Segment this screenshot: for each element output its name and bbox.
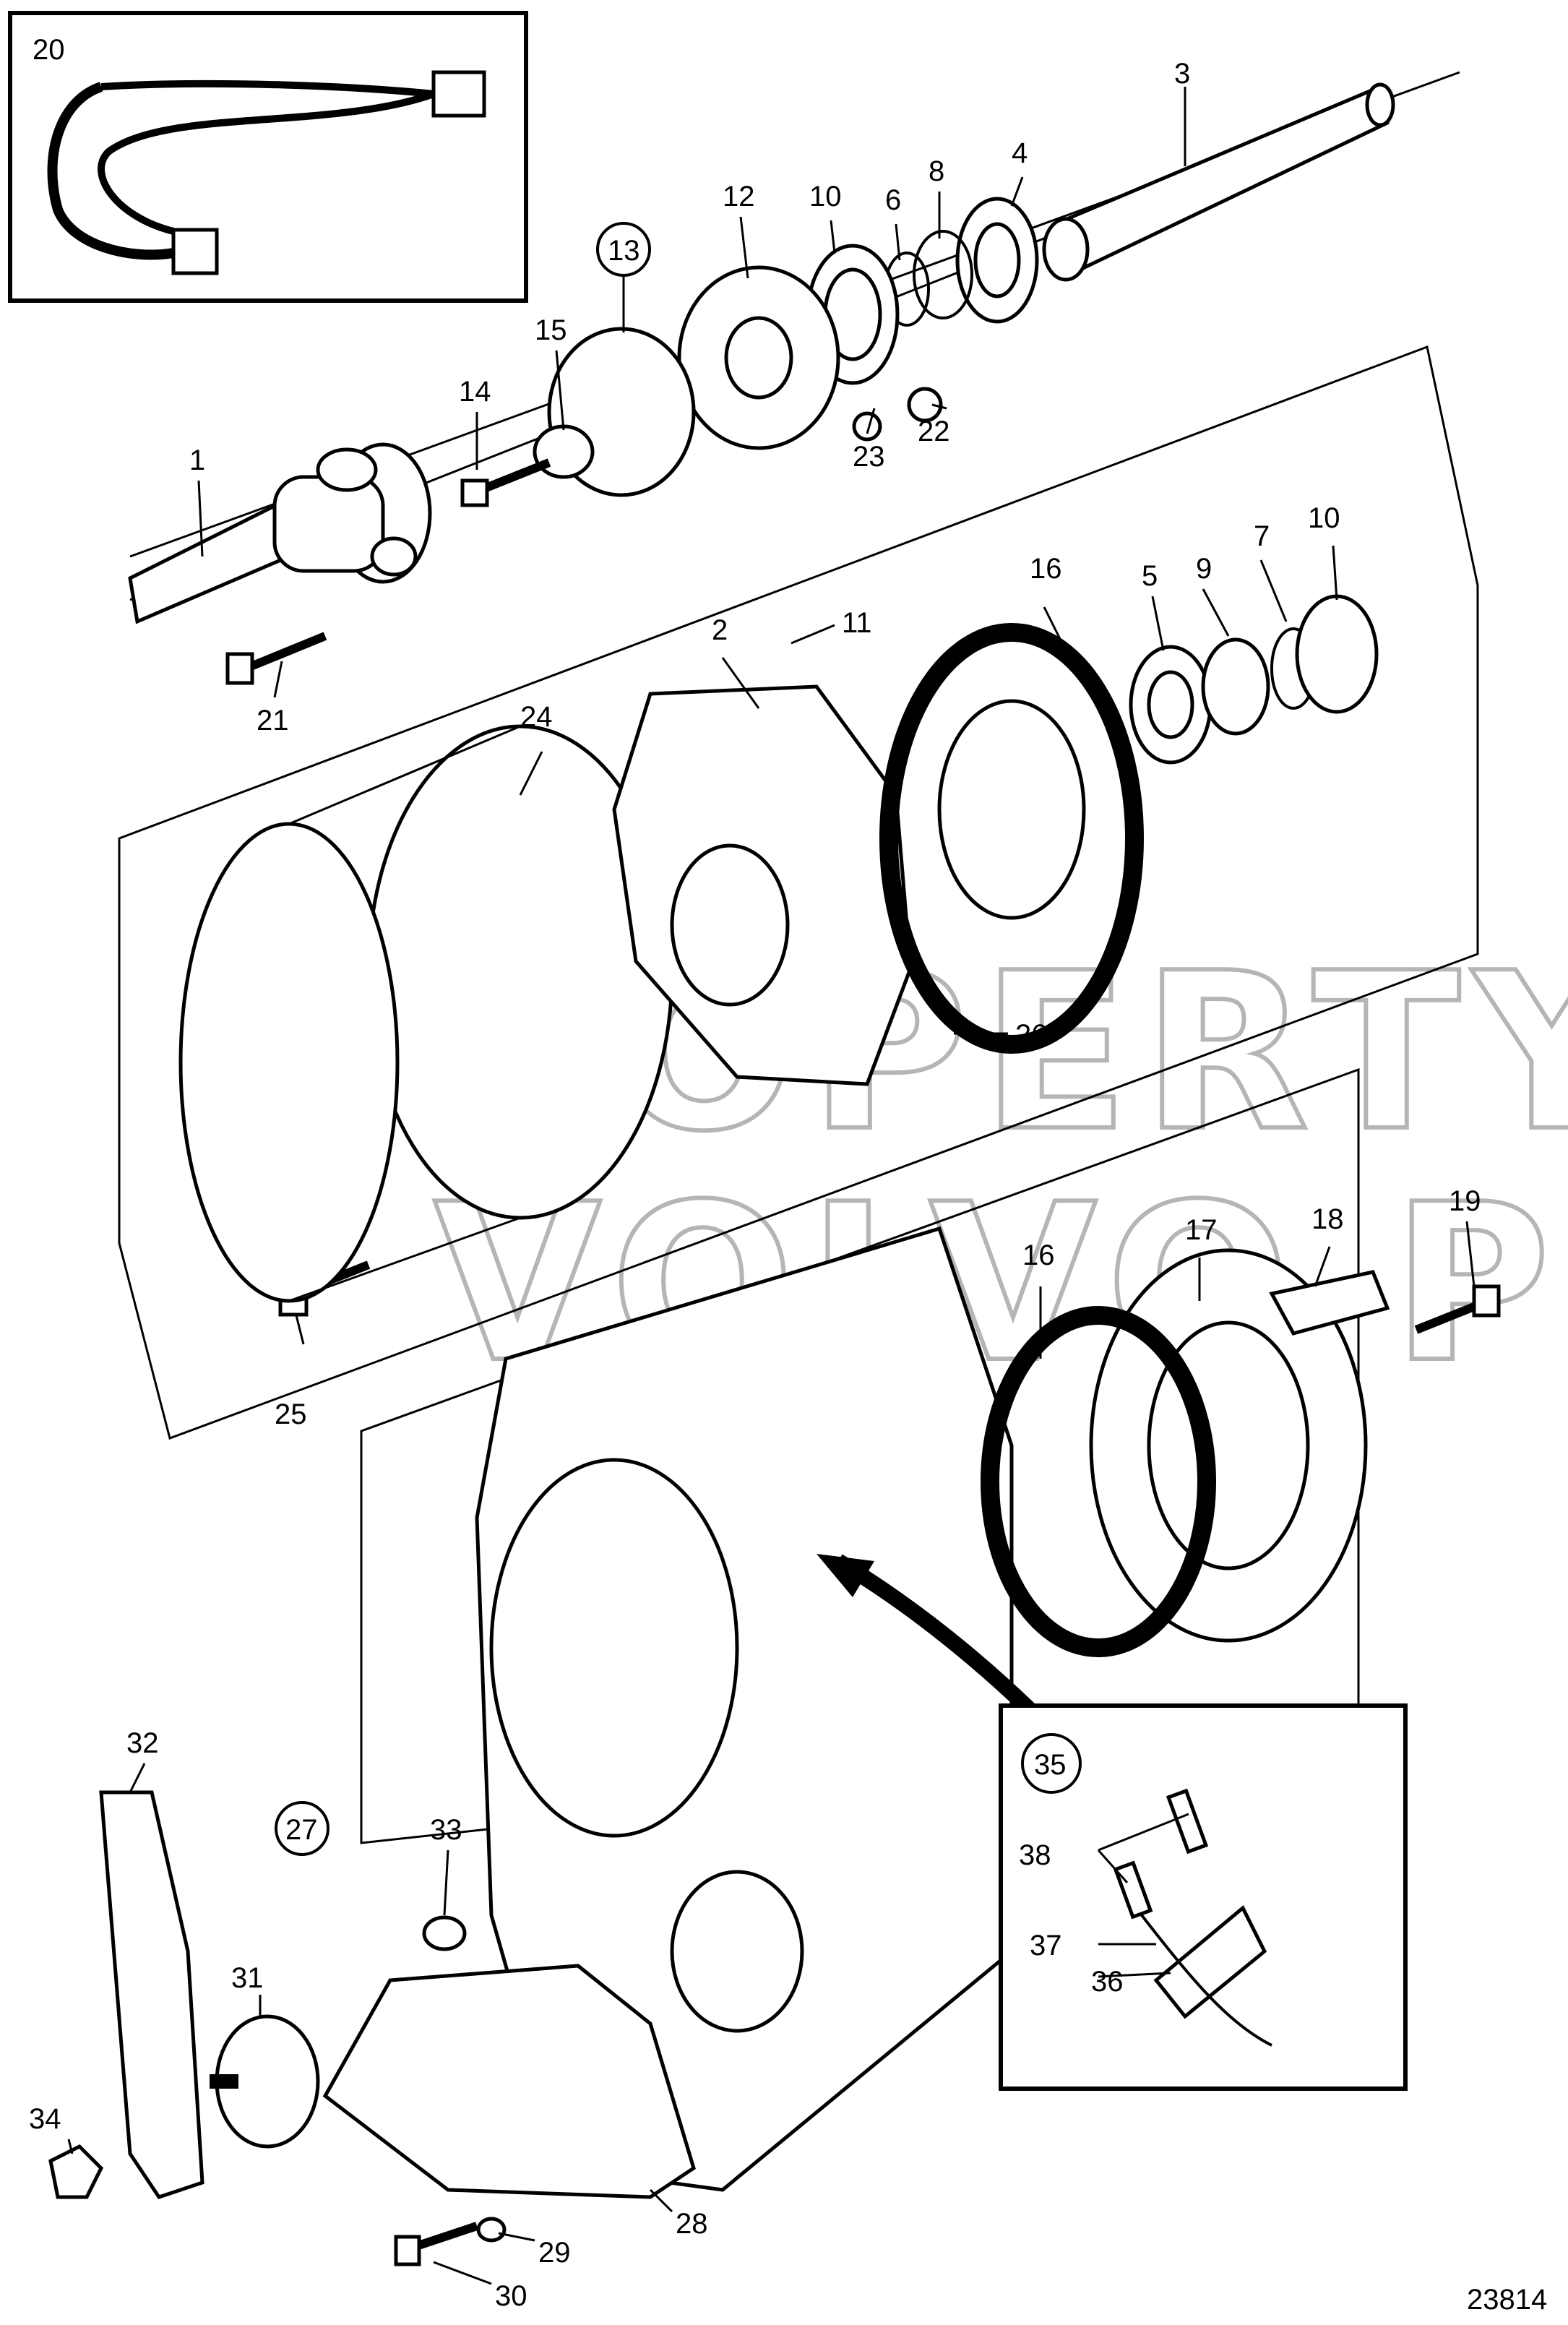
label-part-9: 9: [1196, 553, 1212, 585]
label-part-28: 28: [676, 2208, 708, 2240]
part-labels: 3 4 8 6 10 12 13 15 14 1 22 23 20 21 11 …: [29, 34, 1547, 2316]
label-part-35: 35: [1034, 1749, 1067, 1781]
label-part-1: 1: [189, 444, 205, 476]
inset-wiring-harness: [8, 11, 528, 303]
label-part-10-right: 10: [1308, 502, 1340, 534]
label-part-33: 33: [430, 1814, 462, 1846]
label-part-3: 3: [1174, 58, 1190, 90]
label-part-24: 24: [520, 701, 553, 733]
label-part-8: 8: [929, 155, 944, 187]
label-part-16-upper: 16: [1030, 553, 1062, 585]
label-part-16-lower: 16: [1022, 1239, 1055, 1271]
label-part-26: 26: [1015, 1019, 1048, 1051]
label-part-12: 12: [723, 181, 755, 212]
label-part-6: 6: [885, 184, 901, 216]
inset-detail-35: [999, 1703, 1408, 2091]
label-part-34: 34: [29, 2103, 61, 2135]
label-part-4: 4: [1012, 137, 1028, 169]
label-part-37: 37: [1030, 1930, 1062, 1961]
label-part-17: 17: [1185, 1214, 1218, 1246]
label-part-32: 32: [126, 1727, 159, 1759]
shaft-part-3: [1042, 82, 1395, 282]
label-part-20: 20: [33, 34, 65, 66]
label-part-22: 22: [918, 416, 950, 447]
leader-lines: [67, 87, 1476, 2285]
bearings-right: [1129, 594, 1379, 765]
label-part-15: 15: [535, 314, 567, 346]
label-part-21: 21: [257, 705, 289, 736]
label-part-7: 7: [1254, 520, 1270, 552]
label-part-31: 31: [231, 1962, 264, 1994]
label-part-2: 2: [712, 614, 728, 646]
label-part-5: 5: [1142, 560, 1158, 592]
label-part-13: 13: [608, 235, 640, 267]
drawing-number: 23814: [1467, 2284, 1547, 2316]
label-part-23: 23: [853, 441, 885, 473]
propeller-shaft-part-1: [128, 442, 432, 624]
label-part-27: 27: [285, 1814, 318, 1846]
housing-part-2: [612, 623, 1144, 1086]
bell-housing-part-24: [178, 724, 674, 1303]
label-part-38: 38: [1019, 1839, 1051, 1871]
rings-upper: [533, 197, 1039, 497]
label-part-36: 36: [1091, 1966, 1124, 1998]
label-part-30: 30: [495, 2280, 527, 2312]
label-part-25: 25: [275, 1398, 307, 1430]
label-part-11: 11: [842, 607, 872, 639]
label-part-29: 29: [538, 2237, 571, 2269]
label-part-10-upper: 10: [809, 181, 842, 212]
label-part-19: 19: [1449, 1185, 1481, 1217]
lower-covers: [48, 1790, 696, 2266]
gearbox-body: [475, 1226, 1390, 2192]
label-part-14: 14: [459, 376, 491, 408]
label-part-18: 18: [1311, 1203, 1344, 1235]
detail-arrow: [817, 1554, 1054, 1733]
